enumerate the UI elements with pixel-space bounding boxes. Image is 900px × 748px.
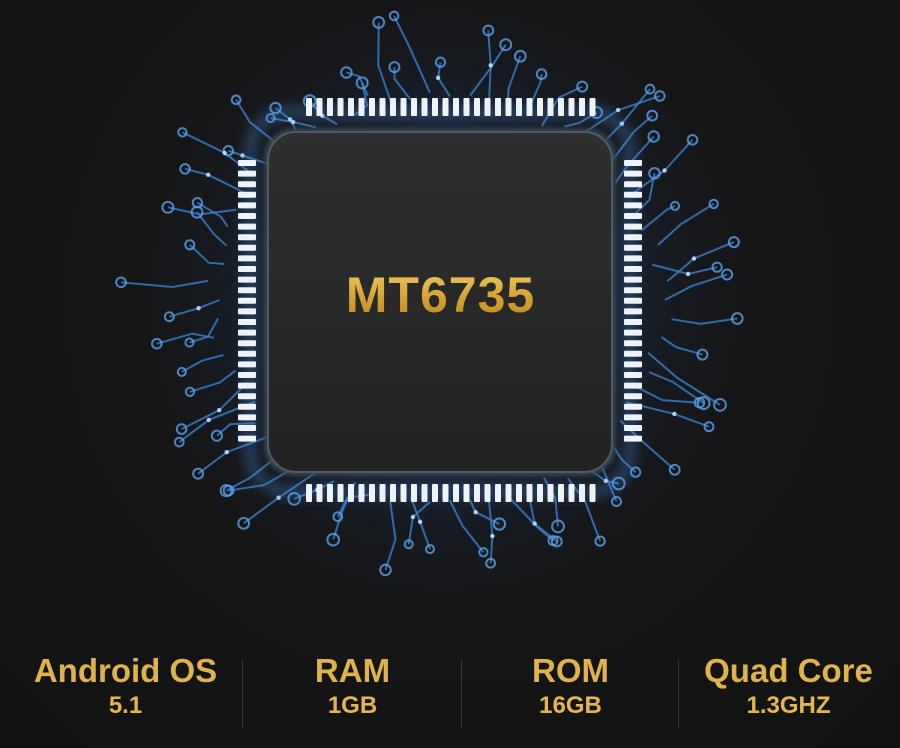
spec-bar: Android OS 5.1 RAM 1GB ROM 16GB Quad Cor…: [0, 652, 900, 732]
spec-value: 1GB: [327, 692, 378, 719]
spec-divider: [242, 660, 243, 728]
spec-ram: RAM 1GB: [250, 652, 455, 722]
spec-name: ROM: [532, 652, 609, 689]
spec-name: RAM: [314, 652, 391, 689]
spec-value: 5.1: [108, 692, 143, 719]
spec-name: Android OS: [33, 652, 218, 689]
spec-quad-core: Quad Core 1.3GHZ: [686, 652, 891, 722]
spec-rom: ROM 16GB: [468, 652, 673, 722]
spec-value: 16GB: [539, 692, 602, 719]
spec-value: 1.3GHZ: [746, 692, 831, 719]
processor-chip-icon: [115, 0, 744, 600]
spec-divider: [461, 660, 462, 728]
spec-name: Quad Core: [704, 652, 873, 689]
spec-android-os: Android OS 5.1: [18, 652, 233, 722]
chip-model-label: MT6735: [268, 266, 613, 324]
spec-divider: [678, 660, 679, 728]
